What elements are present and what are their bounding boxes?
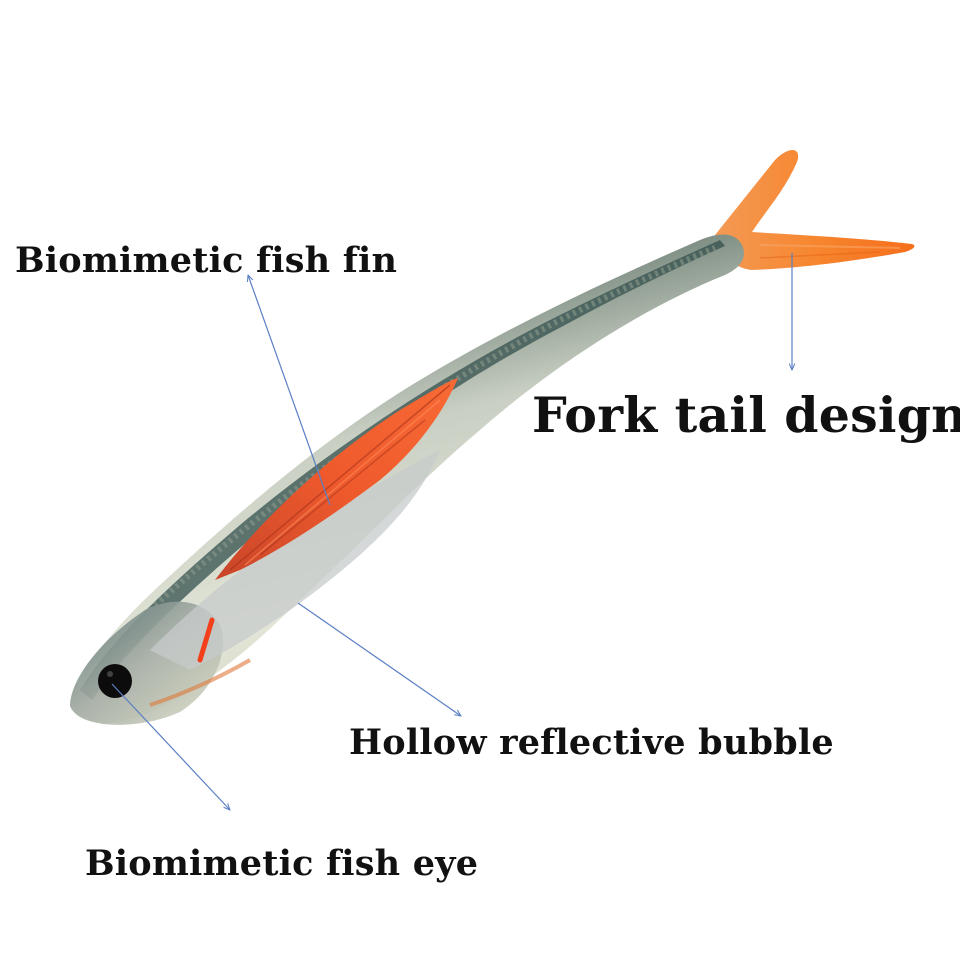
bubble-arrow bbox=[297, 602, 461, 716]
label-reflective-bubble: Hollow reflective bubble bbox=[349, 722, 834, 763]
biomimetic-fin bbox=[197, 378, 458, 663]
label-fork-tail: Fork tail design bbox=[532, 386, 960, 444]
fin-arrow bbox=[248, 275, 331, 506]
fish-eye bbox=[98, 664, 132, 698]
label-fish-eye: Biomimetic fish eye bbox=[85, 843, 479, 884]
hollow-reflective-bubble bbox=[150, 450, 440, 670]
label-fish-fin: Biomimetic fish fin bbox=[15, 240, 398, 281]
fork-tail bbox=[715, 150, 915, 270]
eye-arrow bbox=[111, 683, 230, 810]
